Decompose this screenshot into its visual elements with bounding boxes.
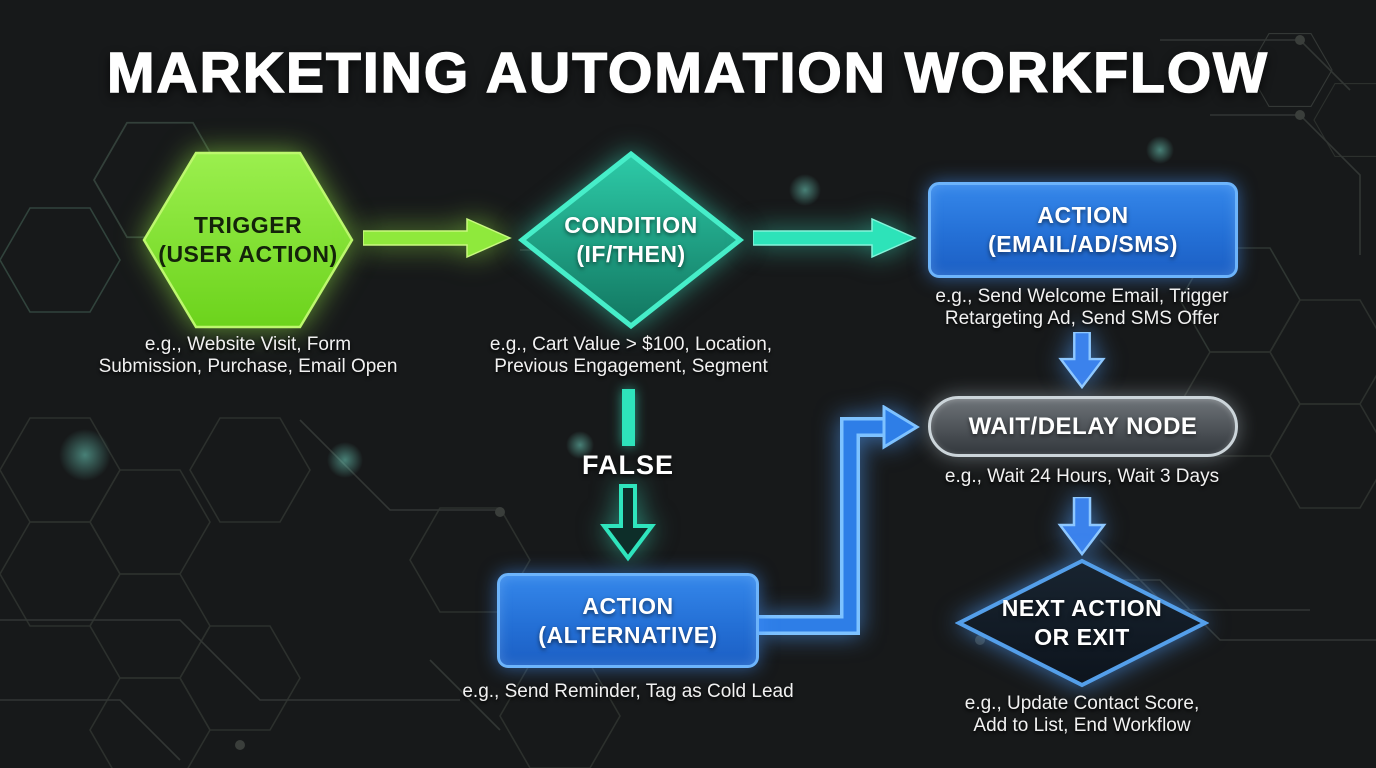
condition-node bbox=[517, 150, 745, 330]
action-alternative-label-line1: ACTION bbox=[582, 592, 674, 619]
next-action-node bbox=[955, 558, 1209, 688]
wait-delay-node bbox=[928, 396, 1238, 457]
condition-label-line1: CONDITION bbox=[564, 212, 698, 239]
action-primary-node bbox=[928, 182, 1238, 278]
next-action-label-line1: NEXT ACTION bbox=[1001, 595, 1163, 622]
arrow-down-action-to-wait-icon bbox=[1058, 332, 1106, 390]
next-action-label-line2: OR EXIT bbox=[1034, 624, 1130, 650]
action-primary-caption: e.g., Send Welcome Email, Trigger Retarg… bbox=[935, 286, 1229, 329]
action-alternative-label-line2: (ALTERNATIVE) bbox=[538, 621, 718, 648]
wait-delay-label-line1: WAIT/DELAY NODE bbox=[968, 412, 1198, 440]
arrow-right-condition-to-action-icon bbox=[753, 217, 917, 259]
action-primary-label-line2: (EMAIL/AD/SMS) bbox=[988, 231, 1178, 257]
action-alternative-label: ACTION (ALTERNATIVE) bbox=[497, 573, 759, 668]
arrow-right-trigger-to-condition-icon bbox=[363, 217, 512, 259]
false-branch-connector bbox=[622, 389, 635, 446]
trigger-label: TRIGGER (USER ACTION) bbox=[140, 147, 356, 333]
condition-caption: e.g., Cart Value > $100, Location, Previ… bbox=[489, 334, 773, 377]
action-primary-label: ACTION (EMAIL/AD/SMS) bbox=[928, 182, 1238, 278]
action-alternative-caption: e.g., Send Reminder, Tag as Cold Lead bbox=[462, 681, 794, 702]
false-branch-label: FALSE bbox=[581, 450, 674, 480]
trigger-label-line1: TRIGGER bbox=[193, 212, 303, 239]
wait-delay-label: WAIT/DELAY NODE bbox=[928, 396, 1238, 457]
next-action-label: NEXT ACTION OR EXIT bbox=[955, 557, 1209, 689]
trigger-node bbox=[142, 151, 354, 329]
arrow-down-false-branch-icon bbox=[600, 484, 656, 562]
wait-delay-caption: e.g., Wait 24 Hours, Wait 3 Days bbox=[944, 466, 1220, 487]
condition-label-line2: (IF/THEN) bbox=[576, 241, 686, 267]
arrow-elbow-alternative-to-wait-icon bbox=[759, 405, 920, 635]
next-action-caption: e.g., Update Contact Score, Add to List,… bbox=[964, 693, 1200, 736]
page-title: MARKETING AUTOMATION WORKFLOW bbox=[106, 40, 1269, 106]
action-alternative-node bbox=[497, 573, 759, 668]
trigger-label-line2: (USER ACTION) bbox=[158, 241, 338, 267]
arrow-down-wait-to-next-icon bbox=[1057, 497, 1107, 557]
trigger-caption: e.g., Website Visit, Form Submission, Pu… bbox=[98, 334, 398, 377]
condition-label: CONDITION (IF/THEN) bbox=[517, 149, 745, 331]
action-primary-label-line1: ACTION bbox=[1037, 202, 1129, 229]
